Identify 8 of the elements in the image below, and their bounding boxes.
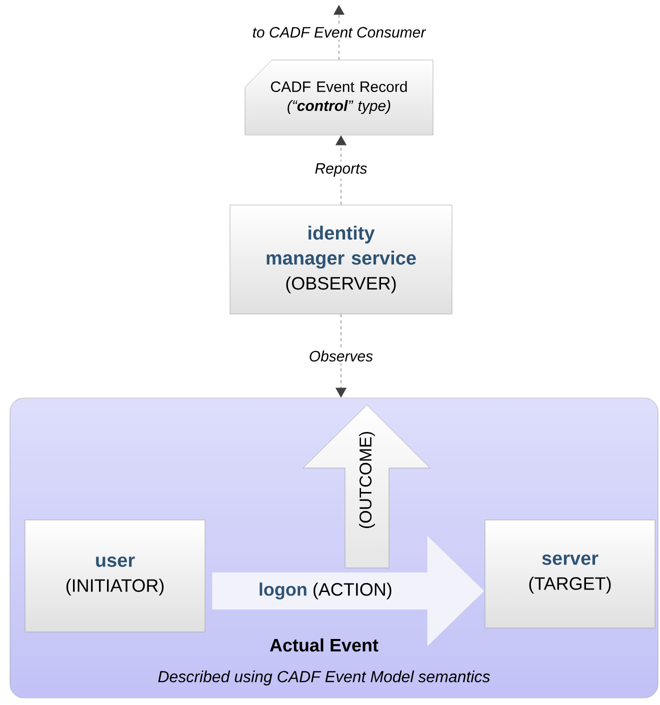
document-card: CADF Event Record (“control” type) xyxy=(244,60,434,136)
edge-label: Reports xyxy=(315,163,367,177)
role-box: user (INITIATOR) xyxy=(24,520,206,632)
role-box: identity manager service (OBSERVER) xyxy=(230,204,452,314)
role-box: server (TARGET) xyxy=(484,520,656,628)
edge-label: Observes xyxy=(310,350,373,362)
edge-label: logon (ACTION) xyxy=(260,582,392,600)
edge-label: to CADF Event Consumer xyxy=(252,26,426,38)
